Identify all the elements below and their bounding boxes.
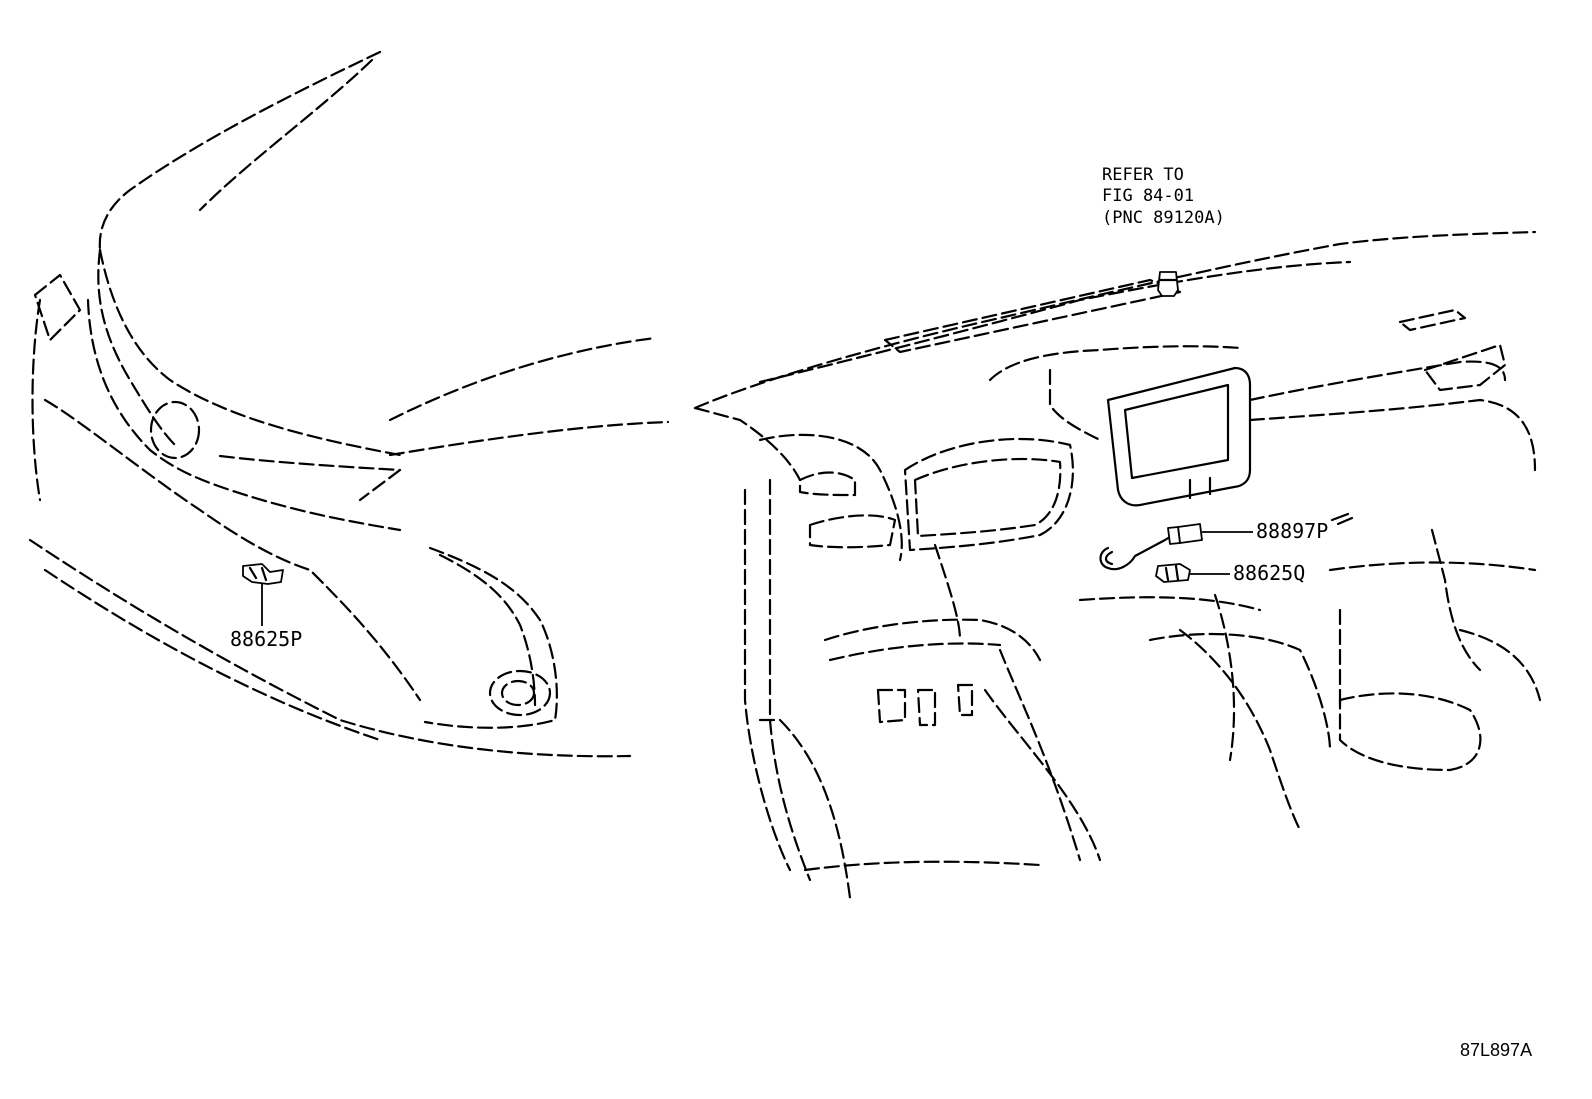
console-armrest-right xyxy=(1458,628,1542,702)
pedal-1 xyxy=(876,688,907,724)
dashboard-view: 88897P 88625Q xyxy=(693,230,1542,900)
bumper-left-edge xyxy=(31,298,42,502)
defroster-vent xyxy=(883,278,1182,354)
center-stack-side xyxy=(1048,368,1102,442)
seat-bottom-left xyxy=(758,718,852,900)
fog-lamp-outer xyxy=(488,669,552,717)
dash-left-cap xyxy=(758,433,903,562)
lower-dash-left xyxy=(743,488,792,872)
front-radar-sensor xyxy=(242,563,284,585)
bumper-body xyxy=(43,398,422,702)
passenger-vent xyxy=(1423,343,1507,392)
cabin-wire-harness xyxy=(1099,523,1203,571)
cluster-hood xyxy=(903,437,1074,552)
callout-front-sensor: 88625P xyxy=(230,627,302,651)
reference-line-1: REFER TO xyxy=(1102,165,1184,185)
dash-top xyxy=(693,230,1537,410)
callout-cabin-sensor: 88625Q xyxy=(1233,561,1305,585)
dash-right-lower xyxy=(1328,561,1537,572)
side-intake xyxy=(423,546,558,729)
lower-dash-left-inner xyxy=(768,478,812,882)
bumper-lower-edge xyxy=(28,538,632,758)
emblem xyxy=(149,400,201,460)
dash-left-vent-lower xyxy=(808,514,897,549)
passenger-vent-top xyxy=(1398,308,1467,332)
dash-trim-mark xyxy=(1330,512,1354,526)
knee-panel-lower xyxy=(828,642,1002,662)
fender-line xyxy=(388,420,670,457)
infotainment-display xyxy=(1106,366,1252,507)
dash-top-sensor xyxy=(1157,271,1179,297)
knee-panel xyxy=(823,618,1042,662)
dash-right-upper xyxy=(1248,360,1507,402)
hood-outline xyxy=(98,50,382,252)
grille-v-lower xyxy=(218,454,402,502)
console-shifter-bezel xyxy=(1148,632,1332,752)
illustration-code: 87L897A xyxy=(1460,1040,1532,1060)
reference-line-3: (PNC 89120A) xyxy=(1102,208,1225,228)
glovebox-edge xyxy=(1430,528,1482,672)
dash-left-vent xyxy=(798,471,857,497)
pedal-3 xyxy=(916,688,937,727)
grille-band xyxy=(86,298,402,532)
side-intake-inner xyxy=(438,553,537,707)
pedal-2 xyxy=(956,683,974,717)
hood-side-line xyxy=(388,336,657,422)
bumper-left-corner xyxy=(33,273,82,342)
reference-note: REFER TO FIG 84-01 (PNC 89120A) xyxy=(1102,165,1225,228)
hood-inner-line xyxy=(198,58,374,212)
hood-edge xyxy=(98,248,402,457)
dash-top-rear xyxy=(758,260,1352,384)
cabin-sensor xyxy=(1155,563,1191,583)
floor-line xyxy=(983,688,1102,862)
console-left-side xyxy=(998,648,1082,862)
console-top xyxy=(1078,596,1262,612)
fog-lamp-inner xyxy=(500,679,536,707)
floor-line-right xyxy=(1178,628,1302,832)
steering-column-panel xyxy=(933,543,962,642)
grille-upper xyxy=(97,248,177,447)
center-stack xyxy=(988,345,1242,382)
dash-front-edge xyxy=(693,406,802,482)
center-tunnel xyxy=(1213,593,1236,762)
callout-cabin-wire: 88897P xyxy=(1256,519,1328,543)
reference-line-2: FIG 84-01 xyxy=(1102,186,1194,206)
console-armrest xyxy=(1338,692,1482,772)
front-bumper-view: 88625P xyxy=(28,50,670,758)
dash-right-face xyxy=(1248,398,1537,472)
cluster-lens xyxy=(913,457,1062,538)
bumper-lip xyxy=(43,568,382,742)
lower-curve xyxy=(803,860,1042,872)
